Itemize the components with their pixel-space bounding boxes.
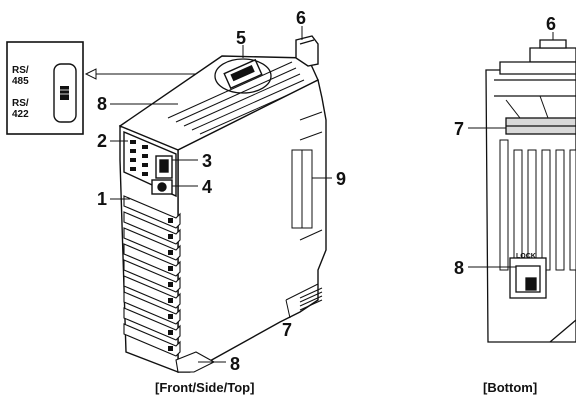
callout-3: 3: [202, 151, 212, 171]
inset-label-rs2: RS/: [12, 98, 29, 109]
bottom-callouts: 6 7 8: [454, 14, 556, 278]
terminal-rows: [123, 195, 181, 357]
front-led-panel: [123, 130, 177, 198]
device-front-view: [118, 35, 327, 374]
selector-switch: [53, 63, 77, 123]
callout-4: 4: [202, 177, 212, 197]
top-connector: [223, 58, 263, 90]
bottom-leader-lines: [468, 32, 554, 268]
device-bottom-view: LOCK: [485, 39, 576, 343]
inset-label-422: 422: [12, 109, 29, 120]
callout-8-top: 8: [97, 94, 107, 114]
callout-2: 2: [97, 131, 107, 151]
caption-bottom: [Bottom]: [483, 380, 537, 395]
din-latch-top: [295, 35, 319, 67]
lock-text: LOCK: [516, 253, 536, 260]
bottom-callout-7: 7: [454, 119, 464, 139]
front-leader-lines: [110, 26, 332, 363]
inset-label-485: 485: [12, 76, 29, 87]
side-features: [285, 111, 323, 311]
inset-label-rs1: RS/: [12, 65, 29, 76]
top-vent-lines: [167, 61, 309, 135]
front-callouts: 5 6 8 2 3 4 1 9 7 8: [97, 8, 346, 374]
callout-5: 5: [236, 28, 246, 48]
callout-1: 1: [97, 189, 107, 209]
caption-front: [Front/Side/Top]: [155, 380, 254, 395]
callout-8-bottom: 8: [230, 354, 240, 374]
callout-6: 6: [296, 8, 306, 28]
callout-9: 9: [336, 169, 346, 189]
callout-7: 7: [282, 320, 292, 340]
bottom-latch: [175, 351, 216, 373]
lock-tab: [509, 257, 547, 299]
bottom-callout-8: 8: [454, 258, 464, 278]
highlight-ellipse: [214, 58, 272, 94]
switch-inset: RS/ 485 RS/ 422: [6, 41, 232, 135]
bottom-callout-6: 6: [546, 14, 556, 34]
